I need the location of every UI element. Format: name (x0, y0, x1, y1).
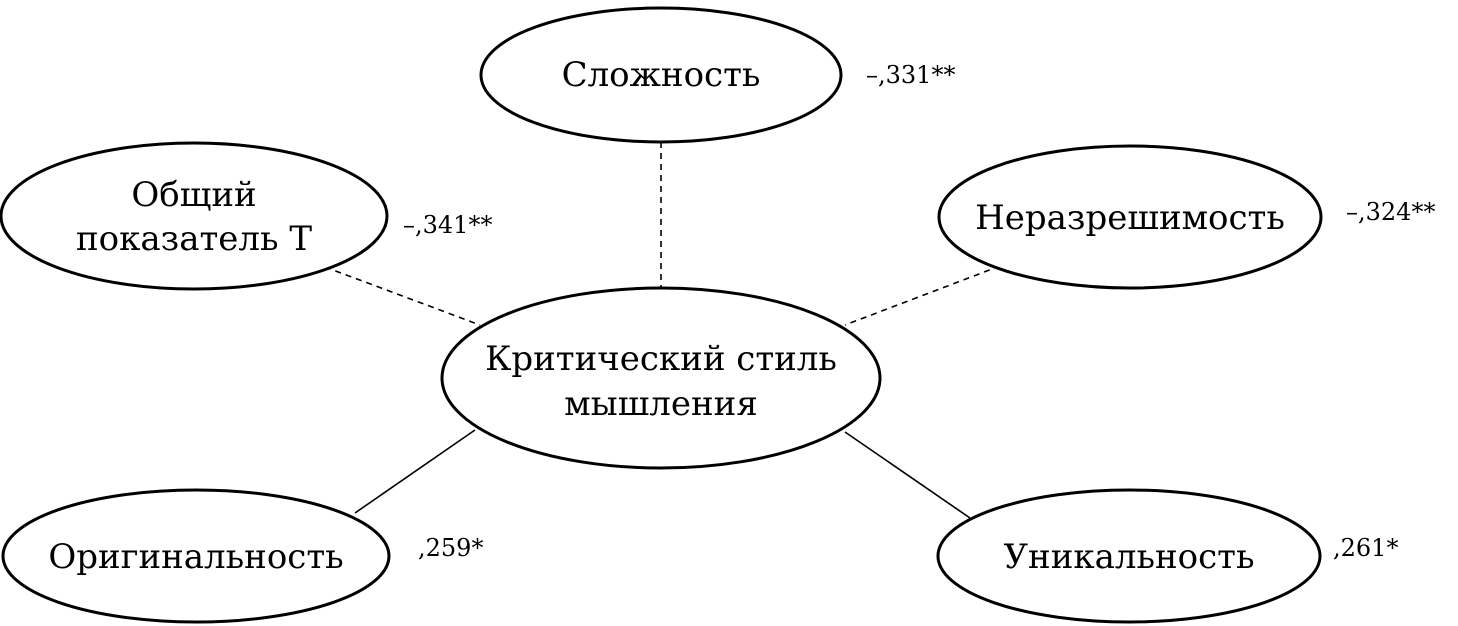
node-uniqueness-label: Уникальность (1003, 537, 1254, 577)
node-unsolvability-label: Неразрешимость (975, 198, 1285, 238)
node-general-t-label-line-2: показатель Т (76, 219, 312, 259)
edge-uniqueness (844, 431, 971, 519)
node-originality: Оригинальность (1, 488, 391, 624)
node-originality-label: Оригинальность (48, 537, 343, 577)
node-complexity-label: Сложность (562, 55, 761, 95)
center-label-line-2: мышления (564, 384, 758, 424)
edge-unsolvability (844, 265, 1001, 326)
coefficient-originality: ,259* (418, 534, 483, 562)
coefficient-uniqueness: ,261* (1333, 534, 1398, 562)
center-label-line-1: Критический стиль (485, 339, 837, 379)
node-uniqueness: Уникальность (936, 488, 1322, 624)
coefficient-unsolvability: –,324** (1346, 198, 1435, 226)
node-unsolvability: Неразрешимость (937, 144, 1323, 290)
edge-general-t (324, 266, 481, 326)
coefficient-general-t: –,341** (403, 211, 492, 239)
node-critical-thinking-style: Критический стиль мышления (440, 286, 882, 470)
edge-originality (354, 429, 476, 514)
node-general-t-label-line-1: Общий (131, 175, 256, 215)
node-complexity: Сложность (479, 6, 843, 144)
node-general-t: Общий показатель Т (0, 141, 389, 291)
coefficient-complexity: –,331** (866, 61, 955, 89)
